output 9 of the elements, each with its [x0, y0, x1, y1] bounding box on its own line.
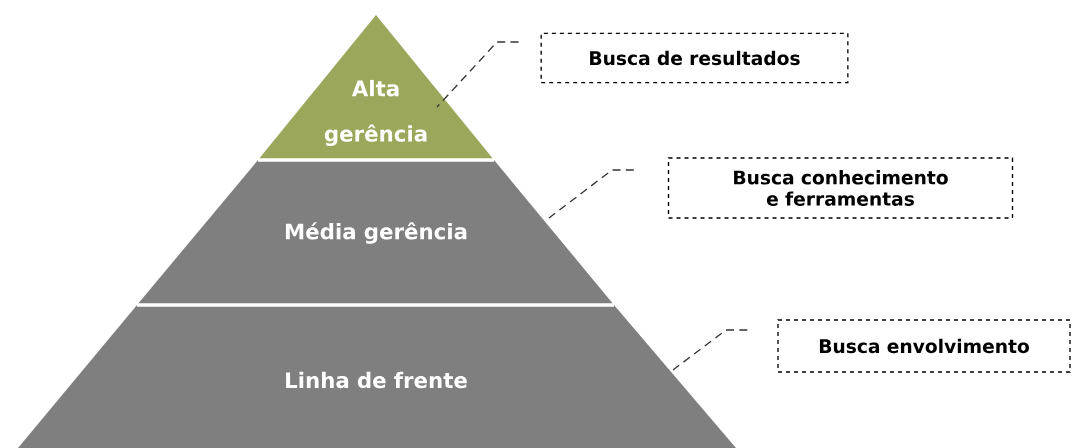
pyramid-layer: Alta gerência	[258, 15, 494, 160]
leader-line	[436, 41, 520, 108]
callout-box: Busca de resultados	[540, 32, 849, 84]
leader-line	[672, 329, 748, 371]
pyramid-layer: Média gerência	[137, 160, 614, 305]
leader-line	[548, 169, 635, 219]
callout-box: Busca conhecimento e ferramentas	[667, 157, 1014, 219]
callout-box: Busca envolvimento	[777, 319, 1071, 373]
pyramid-layer: Linha de frente	[18, 305, 736, 448]
